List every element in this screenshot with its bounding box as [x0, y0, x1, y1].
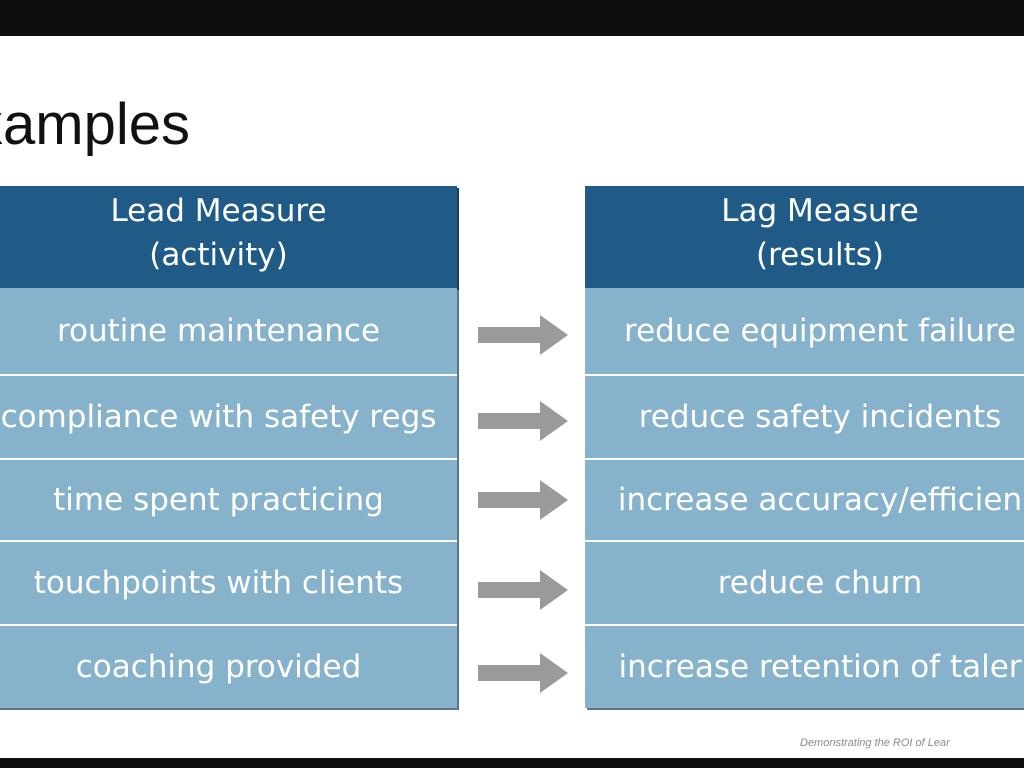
lead-row: coaching provided	[0, 626, 457, 708]
lag-row: reduce equipment failure	[585, 288, 1024, 376]
right-arrow-icon	[478, 570, 568, 610]
lead-row: routine maintenance	[0, 288, 457, 376]
lead-row: time spent practicing	[0, 460, 457, 542]
right-arrow-icon	[478, 480, 568, 520]
lag-row: reduce churn	[585, 542, 1024, 626]
lead-row: touchpoints with clients	[0, 542, 457, 626]
lag-row: increase retention of taler	[585, 626, 1024, 708]
lead-row: compliance with safety regs	[0, 376, 457, 460]
lag-measure-table: Lag Measure (results) reduce equipment f…	[585, 186, 1024, 708]
bottom-black-bar	[0, 758, 1024, 768]
lead-measure-table: Lead Measure (activity) routine maintena…	[0, 186, 457, 708]
lag-row: increase accuracy/efficien	[585, 460, 1024, 542]
lag-header-subtitle: (results)	[755, 237, 885, 273]
lag-row: reduce safety incidents	[585, 376, 1024, 460]
right-arrow-icon	[478, 315, 568, 355]
lead-header-subtitle: (activity)	[149, 237, 288, 273]
slide-title: xamples	[0, 92, 190, 157]
footer-caption: Demonstrating the ROI of Lear	[800, 737, 950, 749]
lag-measure-header: Lag Measure (results)	[585, 186, 1024, 288]
right-arrow-icon	[478, 653, 568, 693]
lead-measure-header: Lead Measure (activity)	[0, 186, 457, 288]
lead-header-title: Lead Measure	[110, 193, 327, 229]
top-black-bar	[0, 0, 1024, 36]
right-arrow-icon	[478, 401, 568, 441]
lag-header-title: Lag Measure	[721, 193, 919, 229]
